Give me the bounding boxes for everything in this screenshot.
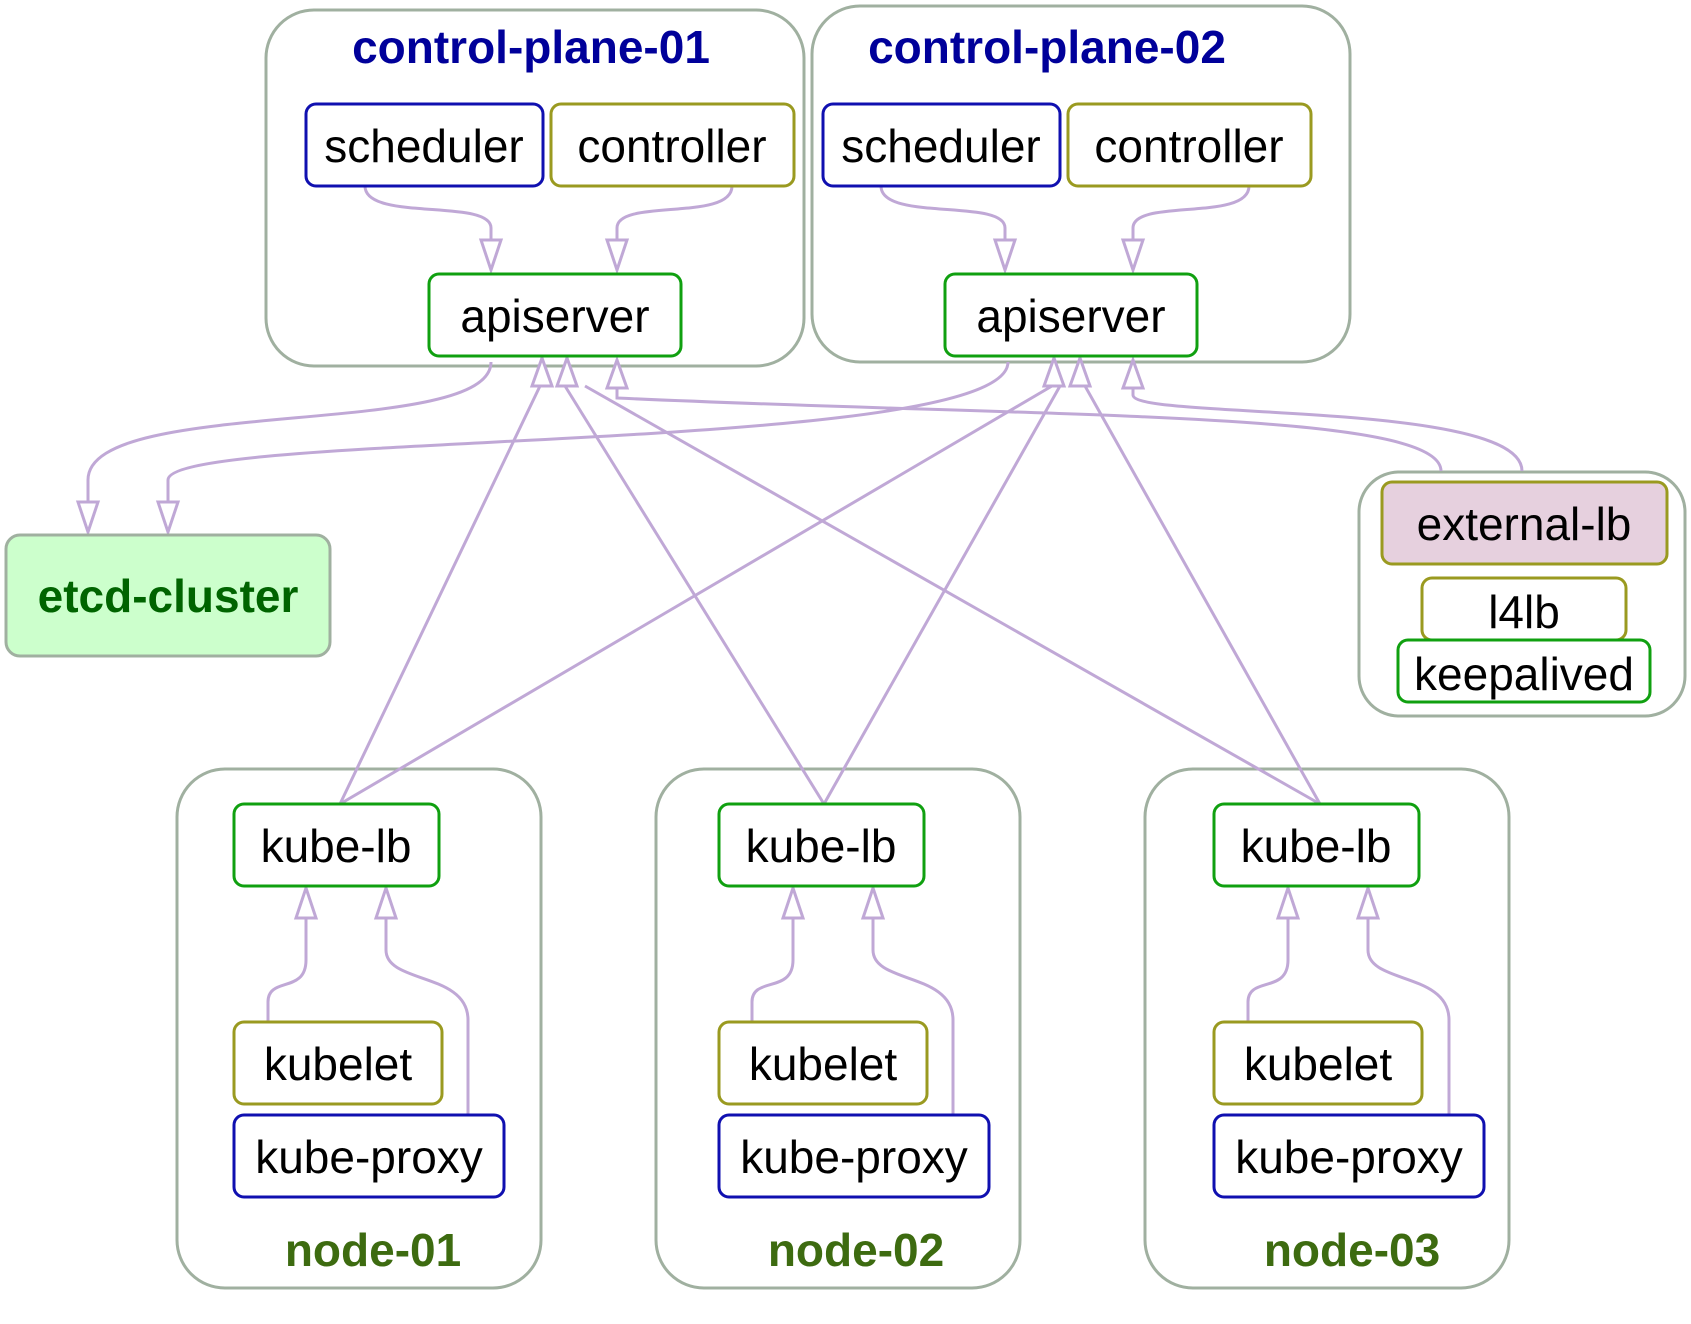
- arrowhead-up: [373, 883, 399, 920]
- cp2-apiserver-node[interactable]: apiserver: [943, 272, 1199, 358]
- arrowhead-down: [478, 238, 504, 275]
- n1-kube-lb-node[interactable]: kube-lb: [232, 802, 441, 888]
- edge-external-lb-cp2-apiserver: [1131, 385, 1524, 472]
- arrowhead-up: [293, 883, 319, 920]
- arrowhead-down: [1120, 238, 1146, 275]
- cp2-scheduler-node[interactable]: scheduler: [821, 102, 1062, 188]
- cp1-apiserver-label: apiserver: [460, 290, 649, 342]
- edges: [86, 185, 1524, 1115]
- l4lb-node[interactable]: l4lb: [1420, 576, 1628, 642]
- n1-kube-lb-label: kube-lb: [261, 820, 412, 872]
- n3-kube-lb-node[interactable]: kube-lb: [1212, 802, 1421, 888]
- keepalived-label: keepalived: [1414, 648, 1634, 700]
- cp2-scheduler-label: scheduler: [841, 120, 1040, 172]
- node-02-title: node-02: [768, 1224, 944, 1276]
- n1-kubelet-label: kubelet: [264, 1038, 413, 1090]
- arrowhead-up: [554, 353, 580, 388]
- etcd-cluster-label: etcd-cluster: [38, 570, 299, 622]
- n3-kubelet-node[interactable]: kubelet: [1212, 1020, 1424, 1106]
- arrowhead-up: [1275, 883, 1301, 920]
- arrowhead-up: [604, 355, 630, 390]
- l4lb-label: l4lb: [1488, 586, 1560, 638]
- node-03-title: node-03: [1264, 1224, 1440, 1276]
- arrowhead-up: [1067, 353, 1093, 388]
- edge-n3-kubelet-kubelb: [1246, 918, 1290, 1022]
- arrowhead-up: [860, 883, 886, 920]
- edge-cp2-scheduler-apiserver: [879, 185, 1007, 246]
- n2-kube-proxy-label: kube-proxy: [740, 1131, 968, 1183]
- edge-cp1-apiserver-etcd: [86, 361, 493, 505]
- edge-cp2-apiserver-etcd: [166, 361, 1010, 505]
- etcd-cluster-node[interactable]: etcd-cluster: [4, 533, 332, 658]
- edge-n2-kubelet-kubelb: [750, 918, 795, 1022]
- cp2-controller-node[interactable]: controller: [1066, 102, 1313, 188]
- arrowheads: [75, 238, 1381, 920]
- edge-n1-kubeproxy-kubelb: [384, 918, 470, 1115]
- arrowhead-down: [604, 238, 630, 275]
- edge-cp2-controller-apiserver: [1131, 185, 1251, 246]
- cp2-controller-label: controller: [1094, 120, 1283, 172]
- cp1-controller-node[interactable]: controller: [549, 102, 796, 188]
- arrowhead-up: [529, 353, 555, 388]
- n2-kubelet-label: kubelet: [749, 1038, 898, 1090]
- edge-cp1-controller-apiserver: [615, 185, 734, 246]
- arrowhead-up: [1355, 883, 1381, 920]
- edge-n2-kubelb-cp1-apiserver: [563, 385, 826, 805]
- arrowhead-down: [75, 500, 101, 537]
- arrowhead-up: [1120, 355, 1146, 390]
- edge-n2-kubeproxy-kubelb: [871, 918, 955, 1115]
- n3-kubelet-label: kubelet: [1244, 1038, 1393, 1090]
- cp1-apiserver-node[interactable]: apiserver: [427, 272, 683, 358]
- external-lb-label: external-lb: [1417, 498, 1632, 550]
- control-plane-02-title: control-plane-02: [868, 21, 1226, 73]
- keepalived-node[interactable]: keepalived: [1396, 638, 1652, 704]
- cp2-apiserver-label: apiserver: [976, 290, 1165, 342]
- n3-kube-proxy-label: kube-proxy: [1235, 1131, 1463, 1183]
- cp1-scheduler-label: scheduler: [324, 120, 523, 172]
- arrowhead-up: [780, 883, 806, 920]
- cp1-controller-label: controller: [577, 120, 766, 172]
- control-plane-01-title: control-plane-01: [352, 21, 710, 73]
- n2-kube-proxy-node[interactable]: kube-proxy: [717, 1113, 991, 1199]
- n3-kube-lb-label: kube-lb: [1241, 820, 1392, 872]
- edge-n1-kubelb-cp1-apiserver: [338, 385, 542, 805]
- n3-kube-proxy-node[interactable]: kube-proxy: [1212, 1113, 1486, 1199]
- external-lb-node[interactable]: external-lb: [1380, 480, 1669, 566]
- n1-kubelet-node[interactable]: kubelet: [232, 1020, 444, 1106]
- n2-kubelet-node[interactable]: kubelet: [717, 1020, 929, 1106]
- edge-n3-kubelb-cp1-apiserver: [584, 384, 1321, 806]
- arrowhead-down: [155, 500, 181, 537]
- edge-n3-kubeproxy-kubelb: [1366, 918, 1451, 1115]
- edge-n3-kubelb-cp2-apiserver: [1083, 385, 1322, 805]
- cp1-scheduler-node[interactable]: scheduler: [304, 102, 545, 188]
- n2-kube-lb-node[interactable]: kube-lb: [717, 802, 926, 888]
- n1-kube-proxy-node[interactable]: kube-proxy: [232, 1113, 506, 1199]
- node-01-title: node-01: [285, 1224, 461, 1276]
- n1-kube-proxy-label: kube-proxy: [255, 1131, 483, 1183]
- edge-cp1-scheduler-apiserver: [363, 185, 493, 246]
- edge-n1-kubelet-kubelb: [266, 918, 308, 1022]
- arrowhead-up: [1041, 353, 1067, 388]
- n2-kube-lb-label: kube-lb: [746, 820, 897, 872]
- arrowhead-down: [992, 238, 1018, 275]
- edge-n2-kubelb-cp2-apiserver: [822, 385, 1062, 805]
- edge-external-lb-cp1-apiserver: [615, 385, 1443, 472]
